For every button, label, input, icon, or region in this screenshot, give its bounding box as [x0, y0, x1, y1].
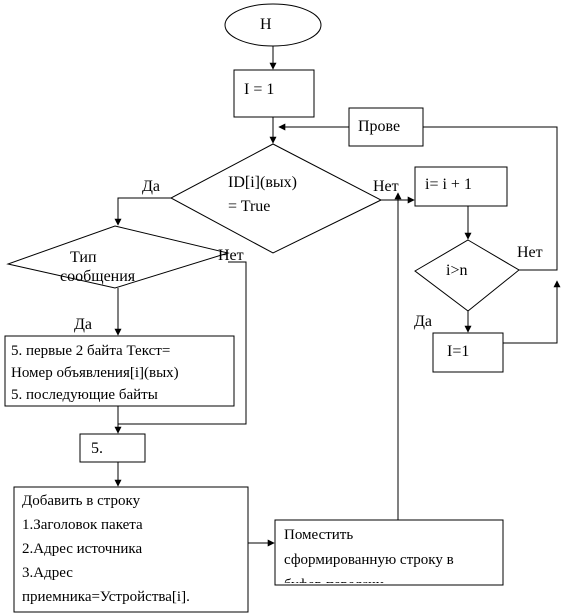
start-label: Н: [260, 16, 272, 33]
type-yes-label: Да: [74, 316, 93, 333]
type-decision-line-2-clip: сообщения: [60, 266, 170, 285]
init-label: I = 1: [244, 81, 275, 98]
text-message-box: [4, 335, 235, 407]
text-message-line-1: 5. первые 2 байта Текст=: [11, 343, 171, 359]
add-to-string-line-4: 3.Адрес: [22, 565, 73, 581]
i-gt-n-no-label: Нет: [517, 244, 543, 261]
place-text: Поместить сформированную строку в буфер …: [284, 523, 501, 583]
i-gt-n-yes-label: Да: [414, 313, 433, 330]
i-gt-n-label: i>n: [446, 262, 468, 279]
add-to-string-line-1: Добавить в строку: [22, 493, 141, 509]
add-to-string-line-3: 2.Адрес источника: [22, 541, 143, 557]
text-message-line-3: 5. последующие байты: [11, 387, 158, 403]
text-message-line-2: Номер объявления[i](вых): [11, 365, 179, 381]
id-decision-line-2: = True: [228, 198, 271, 215]
type-no-label: Нет: [218, 247, 244, 264]
init-box: [233, 69, 315, 118]
add-to-string-line-5: приемника=Устройства[i].: [22, 589, 190, 605]
check-box: [348, 107, 424, 147]
reset-box: [432, 332, 504, 373]
increment-label: i= i + 1: [425, 176, 472, 193]
step5-label: 5.: [91, 440, 103, 457]
place-box: [274, 519, 504, 586]
add-to-string-text: Добавить в строку 1.Заголовок пакета 2.А…: [22, 489, 246, 611]
reset-label: I=1: [447, 343, 470, 360]
add-to-string-line-2: 1.Заголовок пакета: [22, 517, 143, 533]
id-yes-label: Да: [142, 178, 161, 195]
id-decision: [169, 143, 383, 254]
type-decision-line-1: Тип: [70, 249, 97, 266]
increment-box: [414, 166, 508, 207]
type-decision: [6, 225, 230, 289]
place-line-1: Поместить: [284, 527, 354, 543]
arrow-i-gt-n-no: [423, 126, 558, 271]
place-line-3: буфер передачи: [284, 573, 501, 583]
arrow-type-no: [114, 261, 247, 434]
step5-box: [79, 433, 146, 463]
place-line-2: сформированную строку в: [284, 552, 454, 568]
arrow-reset-back: [503, 280, 561, 344]
type-decision-line-2: сообщения: [60, 268, 136, 285]
start-terminal: [224, 3, 322, 47]
check-label: Прове: [358, 118, 401, 135]
text-message-text: 5. первые 2 байта Текст= Номер объявлени…: [11, 340, 232, 404]
arrow-yes-to-type: [114, 197, 171, 226]
add-to-string-box: [13, 486, 249, 613]
id-no-label: Нет: [373, 178, 399, 195]
id-decision-line-1: ID[i](вых): [228, 174, 297, 191]
